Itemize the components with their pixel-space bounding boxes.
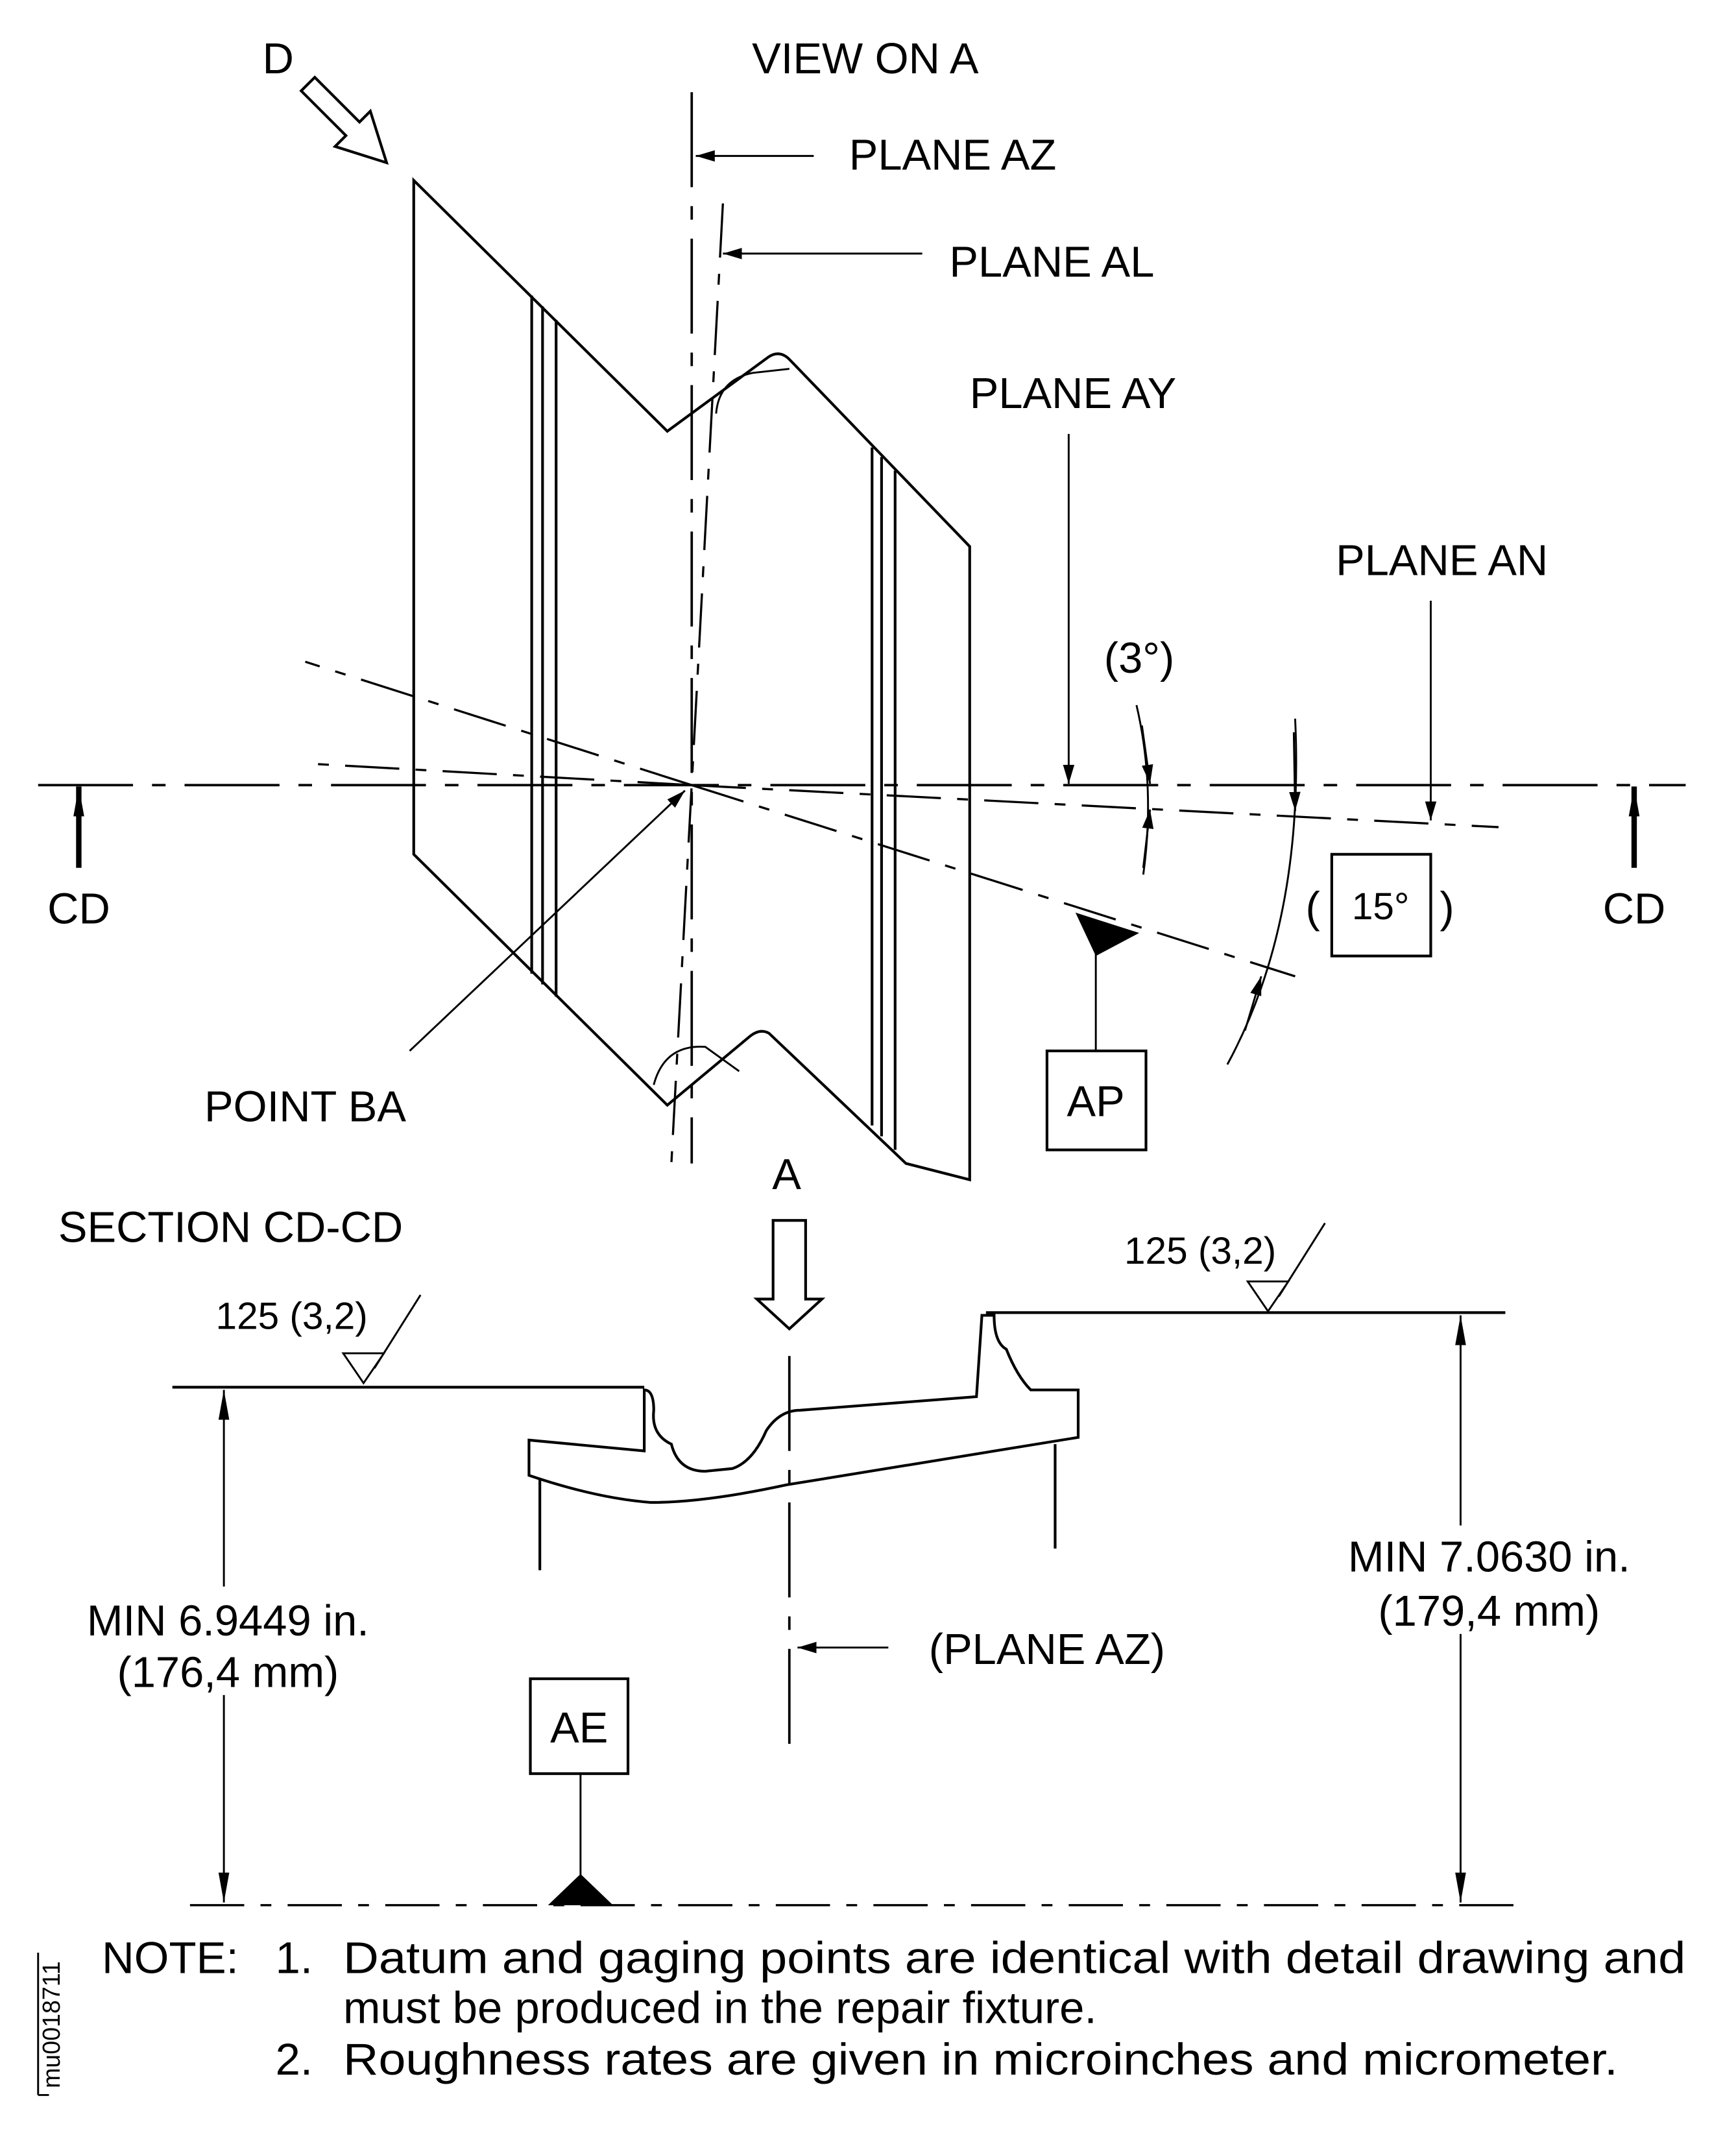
view-title: VIEW ON A [752, 34, 979, 83]
note-2-num: 2. [276, 2034, 313, 2084]
figure-id: mu0018711 [38, 1961, 65, 2088]
roughness-right-symbol-icon [1246, 1222, 1326, 1313]
view-d-label: D [263, 34, 294, 83]
dim-right-in: MIN 7.0630 in. [1348, 1533, 1630, 1582]
plane-ay-label: PLANE AY [970, 369, 1176, 418]
cd-label-right: CD [1603, 884, 1666, 933]
plane-3deg-line [692, 784, 1499, 828]
dim-left-mm: (176,4 mm) [117, 1648, 339, 1696]
angle-15-arrow-icon-2 [1244, 976, 1262, 1031]
point-ba-leader [409, 789, 686, 1052]
angle-15-paren-close: ) [1440, 883, 1454, 932]
roughness-left-symbol-icon [341, 1294, 422, 1385]
view-d-arrow-icon [299, 75, 389, 165]
blade-stripes-left [530, 295, 558, 997]
datum-ap-box [1045, 1049, 1148, 1151]
plane-an-label: PLANE AN [1336, 536, 1548, 584]
note-label: NOTE: [102, 1933, 239, 1982]
datum-ae-label: AE [550, 1704, 608, 1752]
datum-ap-label: AP [1067, 1077, 1125, 1126]
notes: NOTE: 1. Datum and gaging points are ide… [102, 1933, 1685, 2084]
blade-outline [412, 176, 971, 1182]
section-title: SECTION CD-CD [58, 1203, 403, 1252]
view-a-arrow-icon [753, 1219, 826, 1331]
part-profile [527, 1314, 1080, 1504]
view-a-label: A [772, 1150, 801, 1199]
datum-ae-box [529, 1677, 630, 1776]
datum-ap-triangle-icon [1075, 912, 1140, 956]
plane-al-line [670, 203, 725, 1164]
blade-stripes-right [871, 447, 897, 1150]
roughness-left: 125 (3,2) [216, 1295, 368, 1337]
ext-line-a [305, 660, 692, 786]
note-1-line1: Datum and gaging points are identical wi… [343, 1933, 1685, 1982]
note-2-line1: Roughness rates are given in microinches… [343, 2034, 1618, 2084]
angle-15-arc [1226, 718, 1297, 1065]
angle-15-label: 15° [1352, 886, 1410, 928]
dim-right-mm: (179,4 mm) [1378, 1587, 1600, 1635]
angle-3-arrow-icon [1140, 725, 1153, 784]
note-1-num: 1. [276, 1933, 313, 1982]
point-ba-label: POINT BA [204, 1083, 406, 1131]
angle-15-box [1330, 852, 1432, 958]
plane-al-label: PLANE AL [949, 237, 1154, 286]
roughness-right: 125 (3,2) [1124, 1230, 1276, 1272]
blade-notch-lower [653, 1046, 740, 1085]
ext-line-b [305, 762, 692, 786]
dim-left-in: MIN 6.9449 in. [87, 1597, 369, 1645]
figure-id-bracket [37, 1952, 49, 2096]
angle-15-arrow-icon [1289, 732, 1301, 812]
plane-az-label: PLANE AZ [849, 130, 1057, 179]
cd-label-left: CD [47, 884, 110, 933]
angle-15-paren-open: ( [1305, 883, 1320, 932]
blade-notch-upper [715, 368, 790, 414]
angle-3-label: (3°) [1104, 634, 1174, 682]
plane-az-ref-label: (PLANE AZ) [929, 1625, 1165, 1674]
note-1-line2: must be produced in the repair fixture. [343, 1983, 1097, 2033]
plane-15deg-line [691, 784, 1296, 978]
angle-3-arrow-icon-2 [1142, 809, 1154, 868]
datum-ae-triangle-icon [548, 1874, 614, 1905]
